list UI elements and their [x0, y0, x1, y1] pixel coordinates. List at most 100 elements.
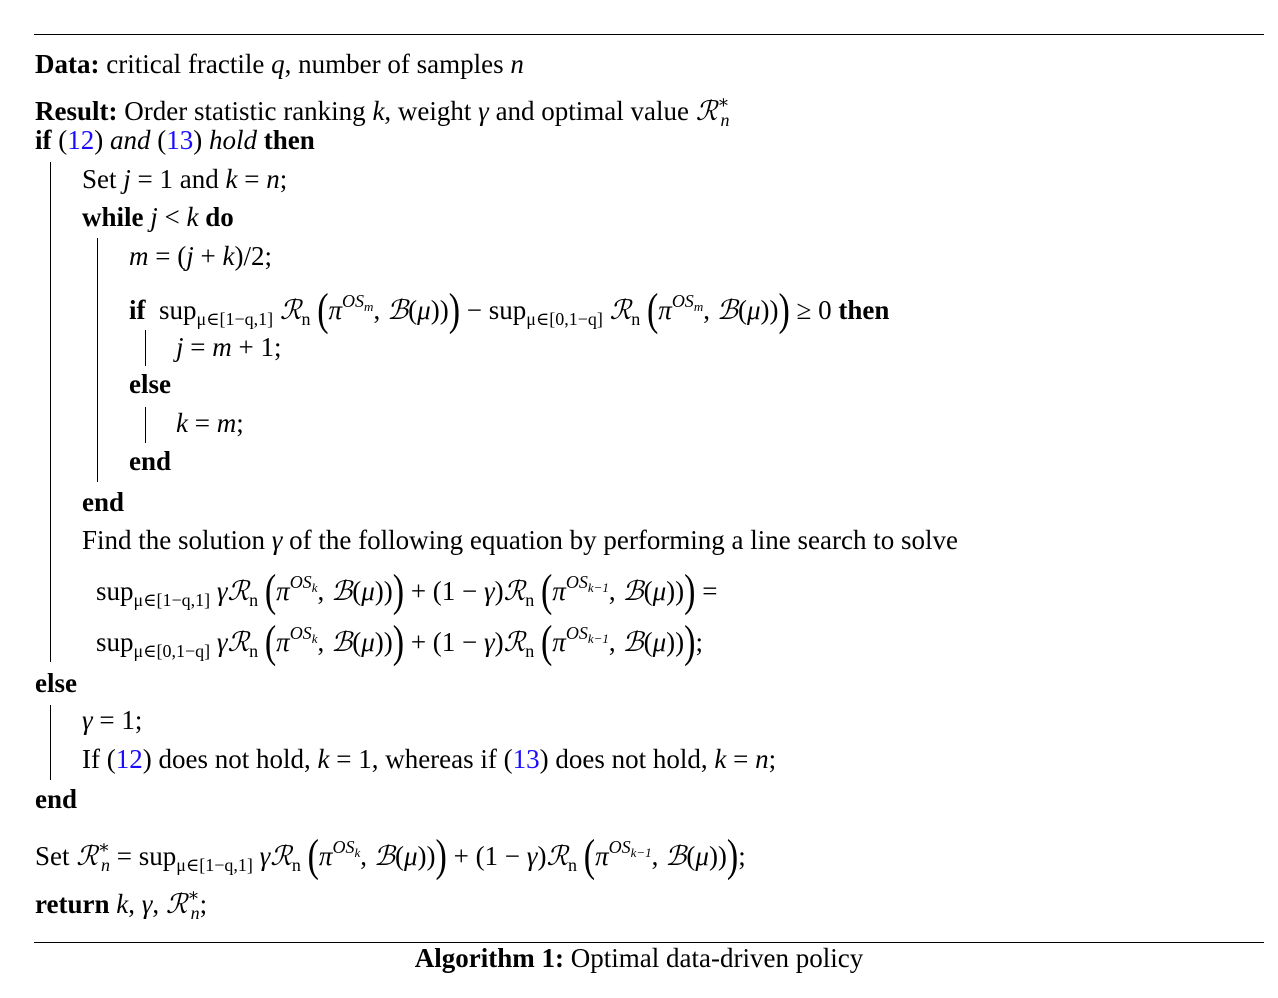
segment-text: μ [652, 627, 667, 657]
text: = [695, 576, 717, 606]
segment-text: j [150, 202, 158, 232]
segment-text: else [35, 668, 77, 698]
text: + (1 − [404, 576, 484, 606]
keyword: do [205, 202, 234, 232]
text: ( [686, 841, 695, 871]
segment-text: π [552, 627, 566, 657]
math-symbol: π [329, 295, 343, 325]
math-symbol: μ [417, 295, 431, 325]
text: ; [280, 164, 288, 194]
segment-text: ℬ [373, 841, 395, 871]
text [603, 295, 610, 325]
segment-text: ℛ [279, 295, 302, 325]
algorithm-line: else [35, 665, 77, 701]
algorithm-line: If (12) does not hold, k = 1, whereas if… [82, 741, 776, 777]
segment-text: else [129, 369, 171, 399]
segment-text: ) [778, 285, 790, 336]
text: ≥ 0 [790, 295, 839, 325]
text: )) [666, 576, 684, 606]
text: = [237, 164, 266, 194]
algorithm-line: end [129, 443, 171, 479]
segment-text: γ [141, 889, 153, 919]
segment-text: ℛ [76, 841, 98, 871]
equation-ref-link[interactable]: 12 [116, 744, 143, 774]
algorithm-line: γ = 1; [82, 702, 142, 738]
segment-text: = 1; [92, 705, 143, 735]
text: ( [395, 841, 404, 871]
subscript: n [191, 903, 200, 923]
text: ; [236, 408, 244, 438]
math-symbol: γ [478, 96, 489, 126]
segment-text: , [152, 889, 166, 919]
math-symbol: ℛ [610, 295, 632, 325]
text [210, 627, 217, 657]
segment-text: μ [695, 841, 709, 871]
text: + (1 − [404, 627, 484, 657]
nested-subscript: k [311, 580, 318, 595]
segment-text [603, 295, 610, 325]
segment-text: ∗ [717, 92, 730, 112]
math-symbol: π [552, 627, 566, 657]
text [577, 841, 584, 871]
segment-text: m [129, 241, 149, 271]
segment-text: )) [374, 627, 393, 657]
big-paren: ) [393, 567, 404, 617]
segment-text: then [263, 125, 315, 155]
segment-text: j [186, 241, 194, 271]
segment-text: ; [279, 164, 288, 194]
text: , [152, 889, 166, 919]
segment-text: μ [746, 295, 761, 325]
segment-text: OS [565, 572, 588, 592]
text: ) does not hold, [540, 744, 715, 774]
segment-text: ( [646, 285, 659, 336]
segment-text: μ [361, 627, 375, 657]
segment-text: π [658, 295, 672, 325]
segment-text: ℛ [503, 627, 526, 657]
math-symbol: k [116, 889, 128, 919]
keyword: if [129, 295, 146, 325]
text: sup [96, 627, 134, 657]
text: , [317, 576, 331, 606]
segment-text: + (1 − [446, 841, 527, 871]
math-symbol: hold [209, 125, 257, 155]
math-symbol: n [510, 49, 524, 79]
segment-text: μ∈[1−q,1] [176, 855, 253, 875]
segment-text: OS [289, 623, 312, 643]
equation-ref-link[interactable]: 13 [513, 744, 540, 774]
text: , [360, 841, 374, 871]
math-symbol: γ [484, 627, 495, 657]
math-symbol: ℛ [280, 295, 302, 325]
segment-text: and optimal value [488, 96, 696, 126]
text: )) [431, 295, 449, 325]
segment-text: ∗ [97, 837, 111, 857]
algorithm-line: k = m; [176, 405, 244, 441]
segment-text: OS [289, 572, 312, 592]
segment-text: ( [307, 831, 319, 882]
math-symbol: j [186, 241, 194, 271]
equation-ref-link[interactable]: 12 [67, 125, 94, 155]
segment-text: m [216, 408, 237, 438]
segment-text [257, 125, 264, 155]
big-paren: ) [393, 618, 404, 668]
text: , number of samples [285, 49, 511, 79]
equation-ref-link[interactable]: 13 [166, 125, 193, 155]
segment-text: k [186, 202, 199, 232]
nested-subscript: m [693, 299, 704, 314]
segment-text: ( [264, 566, 277, 617]
algorithm-line: m = (j + k)/2; [129, 238, 272, 274]
segment-text: ( [264, 617, 277, 668]
text: , weight [384, 96, 478, 126]
math-symbol: m [212, 332, 232, 362]
segment-text [273, 295, 280, 325]
algorithm-line: supμ∈[1−q,1] γℛn (πOSk, ℬ(μ))) + (1 − γ)… [96, 564, 717, 618]
else-inner-block-bar [145, 407, 146, 443]
segment-text: k [317, 744, 330, 774]
segment-text: π [328, 295, 343, 325]
segment-text: OS [342, 291, 365, 311]
segment-text: μ∈[1−q,1] [196, 309, 274, 329]
segment-text: )/2; [234, 241, 272, 271]
segment-text: ( [540, 566, 553, 617]
text: ; [738, 841, 746, 871]
segment-text: Data: [35, 49, 100, 79]
nested-subscript: k [311, 631, 318, 646]
